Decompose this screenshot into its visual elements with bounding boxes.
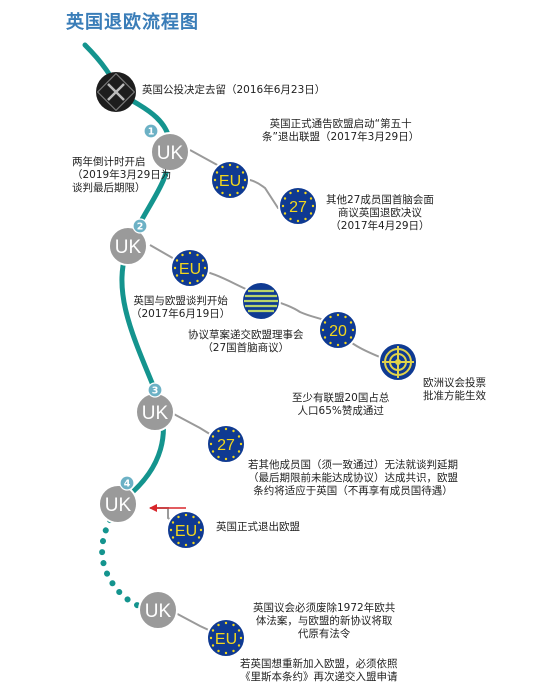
- label-repeal-act: 英国议会必须废除1972年欧共 体法案，与欧盟的新协议将取 代原有法令: [253, 602, 396, 640]
- branch-path-1: [189, 149, 299, 210]
- svg-text:UK: UK: [142, 403, 169, 424]
- svg-text:EU: EU: [219, 173, 241, 190]
- page-title: 英国退欧流程图: [66, 12, 199, 33]
- step-badge-3: 3: [147, 382, 163, 398]
- eu27-node-2: 27: [206, 424, 246, 464]
- eu20-node: 20: [318, 310, 358, 350]
- svg-text:UK: UK: [145, 601, 172, 622]
- uk-node-2: UK: [108, 226, 148, 266]
- svg-text:EU: EU: [175, 523, 197, 540]
- label-extension: 若其他成员国（须一致通过）无法就谈判延期 （最后期限前未能达成协议）达成共识，欧…: [248, 459, 458, 497]
- parliament-node: [378, 342, 418, 382]
- uk-node-4: UK: [98, 484, 138, 524]
- x-cross-icon: [107, 83, 125, 101]
- svg-text:EU: EU: [179, 261, 201, 278]
- svg-text:4: 4: [124, 479, 131, 490]
- svg-text:2: 2: [137, 222, 144, 233]
- eu27-node-1: 27: [278, 186, 318, 226]
- council-node: [241, 281, 281, 321]
- svg-text:UK: UK: [157, 143, 184, 164]
- svg-text:UK: UK: [105, 495, 132, 516]
- label-formal-exit: 英国正式退出欧盟: [216, 521, 300, 533]
- label-eu27-summit: 其他27成员国首脑会面 商议英国退欧决议 （2017年4月29日）: [326, 194, 434, 232]
- step-badge-2: 2: [132, 218, 148, 234]
- svg-text:UK: UK: [115, 237, 142, 258]
- eu-node-4: EU: [206, 618, 246, 658]
- branch-path-2: [149, 244, 393, 363]
- step-badge-1: 1: [143, 123, 159, 139]
- svg-text:3: 3: [152, 386, 159, 397]
- label-draft-to-council: 协议草案递交欧盟理事会 （27国首脑商议）: [188, 329, 304, 354]
- svg-text:27: 27: [217, 437, 235, 454]
- eu-node-1: EU: [210, 160, 250, 200]
- uk-node-5: UK: [138, 590, 178, 630]
- svg-text:1: 1: [148, 127, 155, 138]
- label-ep-vote: 欧洲议会投票 批准方能生效: [423, 377, 486, 402]
- svg-text:20: 20: [329, 323, 347, 340]
- dotted-timeline-path: [99, 517, 153, 613]
- label-rejoin: 若英国想重新加入欧盟，必须依照 《里斯本条约》再次递交入盟申请: [240, 658, 398, 683]
- referendum-node: [96, 72, 136, 112]
- main-timeline-path: [82, 42, 173, 507]
- label-referendum: 英国公投决定去留（2016年6月23日）: [142, 84, 326, 96]
- svg-text:27: 27: [289, 199, 307, 216]
- eu-node-3: EU: [166, 510, 206, 550]
- step-badge-4: 4: [119, 475, 135, 491]
- svg-text:EU: EU: [215, 631, 237, 648]
- label-qualified-majority: 至少有联盟20国占总 人口65%赞成通过: [292, 392, 390, 417]
- uk-node-1: UK: [150, 132, 190, 172]
- uk-node-3: UK: [135, 392, 175, 432]
- eu-node-2: EU: [170, 248, 210, 288]
- exit-arrowhead: [149, 504, 157, 512]
- label-article50: 英国正式通告欧盟启动“第五十 条”退出联盟（2017年3月29日）: [262, 118, 420, 143]
- label-countdown: 两年倒计时开启 （2019年3月29日为 谈判最后期限）: [72, 156, 172, 194]
- label-negotiation-start: 英国与欧盟谈判开始 （2017年6月19日）: [131, 295, 231, 320]
